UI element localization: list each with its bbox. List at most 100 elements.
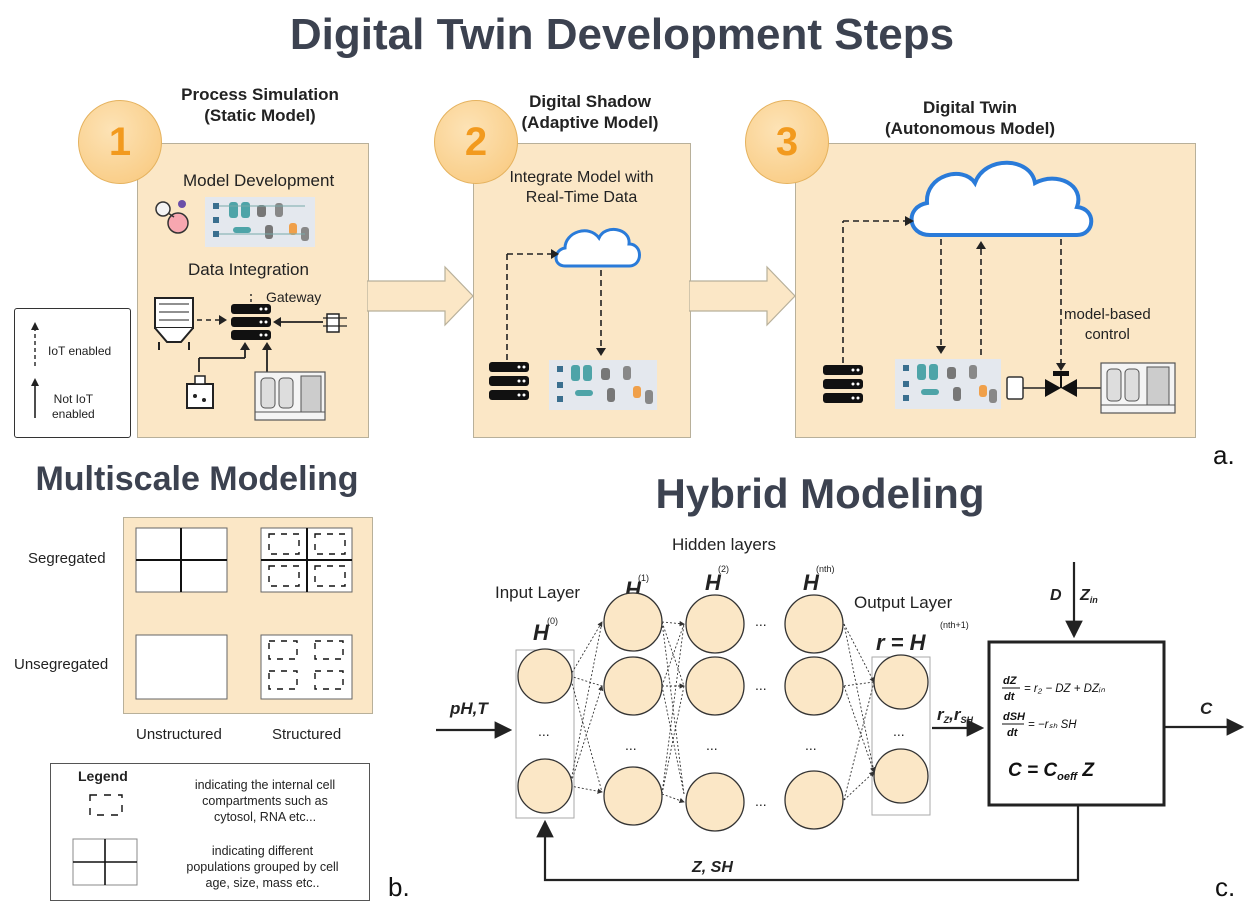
controller-icon xyxy=(1006,376,1024,400)
zin-label: Zin xyxy=(1079,587,1098,605)
step2-line2: Real-Time Data xyxy=(525,189,638,206)
gateway-label: Gateway xyxy=(266,289,322,305)
ellipsis: ... xyxy=(893,723,905,739)
tank-icon xyxy=(154,297,194,350)
hiddenn-node xyxy=(784,594,844,654)
step-arrow-1-2 xyxy=(367,265,474,327)
output-layer-label: Output Layer xyxy=(854,593,953,612)
legend-item2-line3: age, size, mass etc.. xyxy=(205,876,320,890)
hidden-layers-label: Hidden layers xyxy=(672,535,776,554)
step1-badge: 1 xyxy=(78,100,162,184)
eq3: C = Coeff Z xyxy=(1008,760,1095,783)
ellipsis: ... xyxy=(805,737,817,753)
legend-not-iot-label: Not IoT enabled xyxy=(52,392,95,422)
ellipsis: ... xyxy=(706,737,718,753)
c-out-label: C xyxy=(1200,699,1213,718)
hiddenn-node xyxy=(784,770,844,830)
col-label-structured: Structured xyxy=(272,726,342,743)
plant-equipment-icon xyxy=(254,371,326,421)
ellipsis: ... xyxy=(755,793,767,809)
output-node xyxy=(873,748,929,804)
eq2-rhs: = −rₛₕ SH xyxy=(1028,719,1077,731)
hidden2-node xyxy=(685,656,745,716)
process-flowsheet-icon xyxy=(205,197,315,247)
hidden1-node xyxy=(603,592,663,652)
row-label-segregated: Segregated xyxy=(28,550,106,567)
input-vars-label: pH,T xyxy=(449,699,489,718)
rn-sup: (nth+1) xyxy=(940,620,969,630)
eq2-den: dt xyxy=(1007,727,1019,739)
step3-badge: 3 xyxy=(745,100,829,184)
model-based-control-label: model-based control xyxy=(1064,305,1151,345)
bioreactor-small-icon xyxy=(186,375,214,409)
control-line2: control xyxy=(1084,326,1130,343)
process-flowsheet-icon xyxy=(895,359,1001,409)
legend-not-iot-line2: enabled xyxy=(52,407,95,421)
ellipsis: ... xyxy=(755,613,767,629)
gateway-server-icon xyxy=(231,304,271,340)
section-c-letter: c. xyxy=(1215,872,1236,902)
r-eq-label: r = H xyxy=(876,630,927,655)
plant-equipment-icon xyxy=(1100,362,1176,414)
section-c-title: Hybrid Modeling xyxy=(655,470,985,517)
hiddenn-node xyxy=(784,656,844,716)
valve-icon xyxy=(323,313,347,333)
step1-panel xyxy=(137,143,369,438)
step3-diagram xyxy=(823,160,1176,414)
flask-icon xyxy=(155,200,189,234)
step2-line1: Integrate Model with xyxy=(509,169,654,186)
section-a-letter: a. xyxy=(1213,440,1235,470)
eq1-den: dt xyxy=(1004,691,1016,703)
legend-item1-line3: cytosol, RNA etc... xyxy=(213,810,317,824)
control-valve-icon xyxy=(1045,371,1077,397)
ellipsis: ... xyxy=(625,737,637,753)
step2-title: Digital Shadow xyxy=(529,92,651,111)
step1-title: Process Simulation xyxy=(181,85,339,104)
legend-iot-label: IoT enabled xyxy=(48,344,112,358)
row-label-unsegregated: Unsegregated xyxy=(14,656,109,673)
legend-item2-text: indicating different populations grouped… xyxy=(150,843,375,891)
step3-heading: Digital Twin (Autonomous Model) xyxy=(860,97,1080,139)
h0-label: H xyxy=(533,620,550,645)
process-flowsheet-icon xyxy=(549,360,657,410)
multiscale-grid-cells xyxy=(135,527,353,700)
input-node xyxy=(517,648,573,704)
step1-diagram xyxy=(154,294,347,421)
step2-subtitle: (Adaptive Model) xyxy=(521,113,659,132)
step1-heading: Process Simulation (Static Model) xyxy=(150,84,370,126)
col-label-unstructured: Unstructured xyxy=(136,726,222,743)
legend-title: Legend xyxy=(78,768,128,784)
h1-sup: (1) xyxy=(638,573,649,583)
h2-sup: (2) xyxy=(718,564,729,574)
neural-network-diagram: H (0) H (1) H (2) H (nth) r = H (nth+1) xyxy=(436,562,1244,882)
section-b-letter: b. xyxy=(388,872,410,902)
step-arrow-2-3 xyxy=(689,265,796,327)
legend-item1-line1: indicating the internal cell xyxy=(194,778,336,792)
h2-label: H xyxy=(705,570,722,595)
eq2-num: dSH xyxy=(1003,711,1026,723)
step2-heading: Digital Shadow (Adaptive Model) xyxy=(480,91,700,133)
step2-diagram xyxy=(489,228,657,410)
input-node xyxy=(517,758,573,814)
large-cloud-icon xyxy=(909,160,1094,237)
hidden1-node xyxy=(603,656,663,716)
cloud-icon xyxy=(554,228,641,268)
legend-population-icon xyxy=(72,838,138,886)
iot-legend-arrows xyxy=(31,322,39,418)
input-layer-label: Input Layer xyxy=(495,583,581,602)
hidden2-node xyxy=(685,772,745,832)
feedback-label: Z, SH xyxy=(691,859,733,876)
step2-description: Integrate Model with Real-Time Data xyxy=(484,168,679,208)
control-line1: model-based xyxy=(1064,306,1151,323)
legend-not-iot-line1: Not IoT xyxy=(53,392,94,406)
legend-item2-line1: indicating different xyxy=(211,844,314,858)
model-development-label: Model Development xyxy=(183,171,335,190)
h0-sup: (0) xyxy=(547,616,558,626)
output-node xyxy=(873,654,929,710)
section-b-title: Multiscale Modeling xyxy=(35,460,359,498)
hidden2-node xyxy=(685,594,745,654)
data-integration-label: Data Integration xyxy=(188,260,309,279)
section-a-title: Digital Twin Development Steps xyxy=(289,10,955,59)
hidden1-node xyxy=(603,766,663,826)
legend-item2-line2: populations grouped by cell xyxy=(186,860,339,874)
